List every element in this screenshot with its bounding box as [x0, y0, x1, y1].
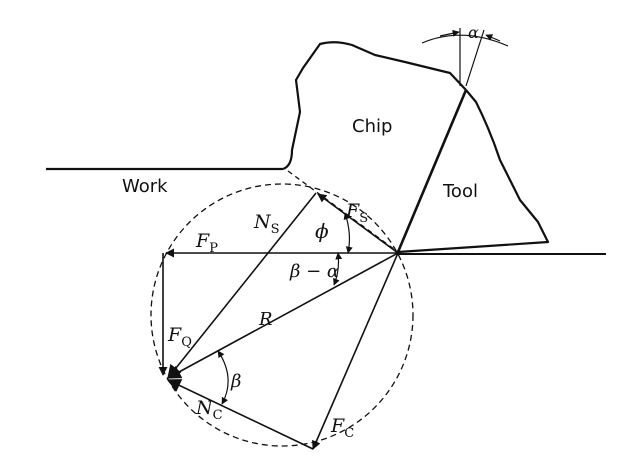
phi-label: ϕ [315, 219, 329, 243]
nc-label: NC [195, 397, 223, 423]
beta-minus-alpha-label: β − α [289, 261, 339, 282]
alpha-arrow-right [485, 34, 501, 42]
shear-plane-dashed [287, 170, 399, 253]
fs-label: FS [345, 200, 368, 226]
r-label: R [258, 309, 273, 330]
work-label: Work [122, 176, 168, 197]
phi-arc [343, 212, 353, 254]
chip-outline [282, 41, 467, 171]
fs-vector [317, 193, 399, 254]
fs-sub: S [359, 211, 368, 226]
tool-label: Tool [442, 181, 478, 202]
fs-main: F [345, 200, 360, 222]
alpha-arc [421, 34, 509, 47]
fp-main: F [195, 230, 210, 252]
alpha-label: α [468, 23, 479, 42]
fq-label: FQ [167, 324, 192, 350]
tool-rake-face [396, 89, 468, 253]
nc-sub: C [213, 408, 223, 423]
fc-main: F [330, 415, 345, 437]
ns-label: NS [253, 211, 280, 237]
r-vector [166, 252, 399, 379]
fc-vector [312, 252, 399, 450]
fc-sub: C [344, 426, 354, 441]
beta-label: β [230, 371, 241, 392]
alpha-arrow-left [439, 29, 460, 37]
fp-label: FP [195, 230, 218, 256]
rake-face-extension [465, 29, 485, 87]
chip-label: Chip [352, 116, 392, 137]
ns-main: N [253, 211, 272, 233]
nc-vector [166, 379, 314, 450]
tool-outline [397, 89, 550, 254]
fq-main: F [167, 324, 182, 346]
beta-minus-alpha-arc [333, 252, 343, 286]
fc-label: FC [330, 415, 354, 441]
merchant-circle [150, 183, 414, 447]
fp-sub: P [209, 241, 218, 256]
nc-main: N [195, 397, 214, 419]
ns-vector [167, 192, 317, 380]
ns-sub: S [271, 222, 280, 237]
beta-arc [217, 350, 229, 405]
fq-sub: Q [181, 335, 192, 350]
